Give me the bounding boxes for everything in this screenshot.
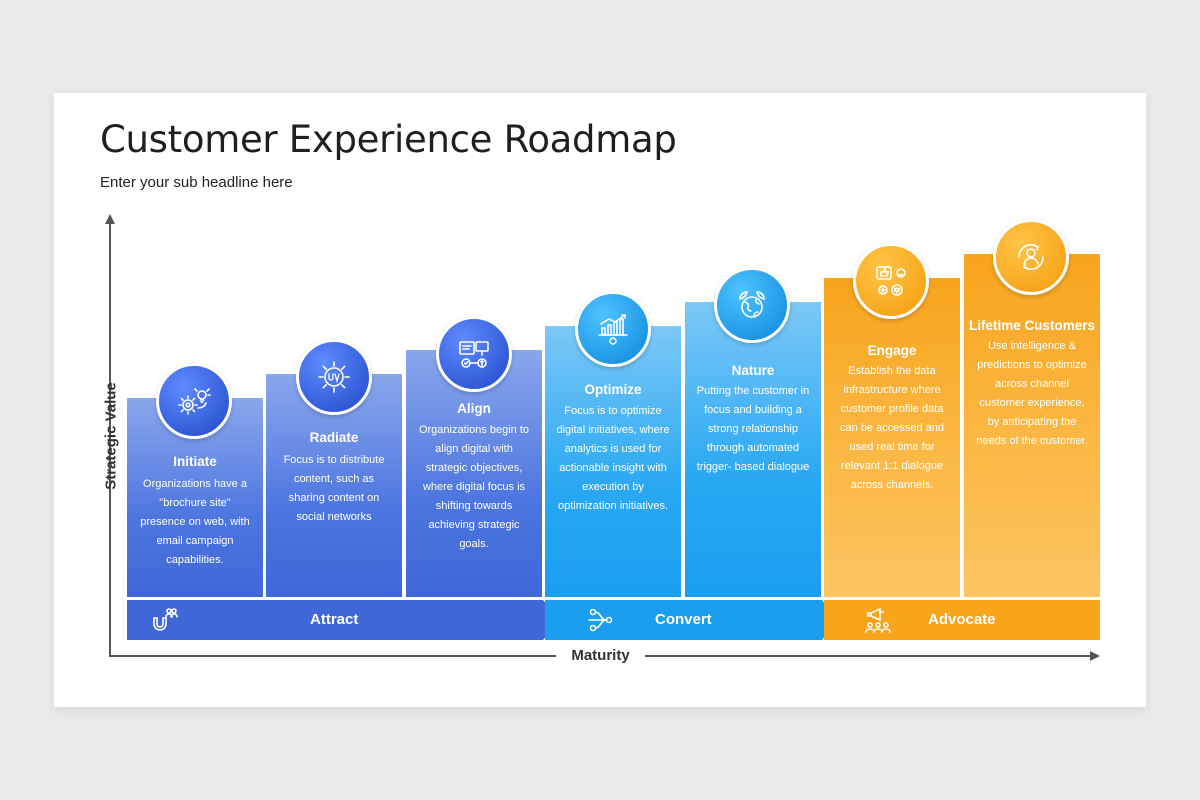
x-axis-line bbox=[645, 655, 1092, 657]
stage-description: Organizations have a "brochure site" pre… bbox=[140, 478, 250, 566]
funnel-conversion-icon bbox=[587, 606, 615, 634]
page-title: Customer Experience Roadmap bbox=[100, 118, 677, 161]
stage-description: Organizations begin to align digital wit… bbox=[418, 424, 530, 550]
stage-title: Radiate bbox=[309, 430, 359, 445]
customer-cycle-icon bbox=[993, 219, 1069, 295]
stage-description: Use intelligence & predictions to optimi… bbox=[976, 340, 1088, 447]
stage-description: Focus is to distribute content, such as … bbox=[283, 454, 385, 523]
stage-optimize: Optimize Focus is to optimize digital in… bbox=[545, 326, 681, 597]
page-subtitle: Enter your sub headline here bbox=[100, 174, 293, 191]
stage-title: Engage bbox=[867, 343, 917, 358]
megaphone-people-icon bbox=[865, 607, 891, 633]
stage-description: Focus is to optimize digital initiatives… bbox=[556, 405, 670, 512]
x-axis-arrow bbox=[1090, 651, 1100, 661]
stage-title: Align bbox=[457, 401, 491, 416]
social-reactions-icon bbox=[853, 243, 929, 319]
phase-label: Advocate bbox=[928, 611, 996, 628]
magnet-people-icon bbox=[150, 606, 178, 634]
growth-chart-gear-icon bbox=[575, 291, 651, 367]
x-axis-line bbox=[109, 655, 556, 657]
phase-label: Attract bbox=[310, 611, 359, 628]
globe-leaves-icon bbox=[714, 267, 790, 343]
strategy-gears-icon bbox=[156, 363, 232, 439]
uv-sun-icon bbox=[296, 339, 372, 415]
business-plan-icon bbox=[436, 316, 512, 392]
stage-title: Initiate bbox=[173, 454, 217, 469]
phase-attract: Attract bbox=[127, 600, 559, 640]
stage-title: Lifetime Customers bbox=[968, 318, 1096, 333]
y-axis-label: Strategic Value bbox=[102, 382, 120, 490]
y-axis-arrow bbox=[105, 214, 115, 224]
stage-description: Putting the customer in focus and buildi… bbox=[696, 385, 810, 473]
stage-title: Nature bbox=[731, 363, 775, 378]
x-axis-label: Maturity bbox=[571, 647, 630, 664]
stage-engage: Engage Establish the data infrastructure… bbox=[824, 278, 960, 597]
stage-lifetime-customers: Lifetime Customers Use intelligence & pr… bbox=[964, 254, 1100, 597]
stage-description: Establish the data infrastructure where … bbox=[840, 365, 944, 491]
stage-title: Optimize bbox=[584, 382, 642, 397]
phase-label: Convert bbox=[655, 611, 712, 628]
phase-convert: Convert bbox=[545, 600, 838, 640]
stage-nature: Nature Putting the customer in focus and… bbox=[685, 302, 821, 597]
phase-advocate: Advocate bbox=[824, 600, 1100, 640]
y-axis-line bbox=[109, 220, 111, 657]
